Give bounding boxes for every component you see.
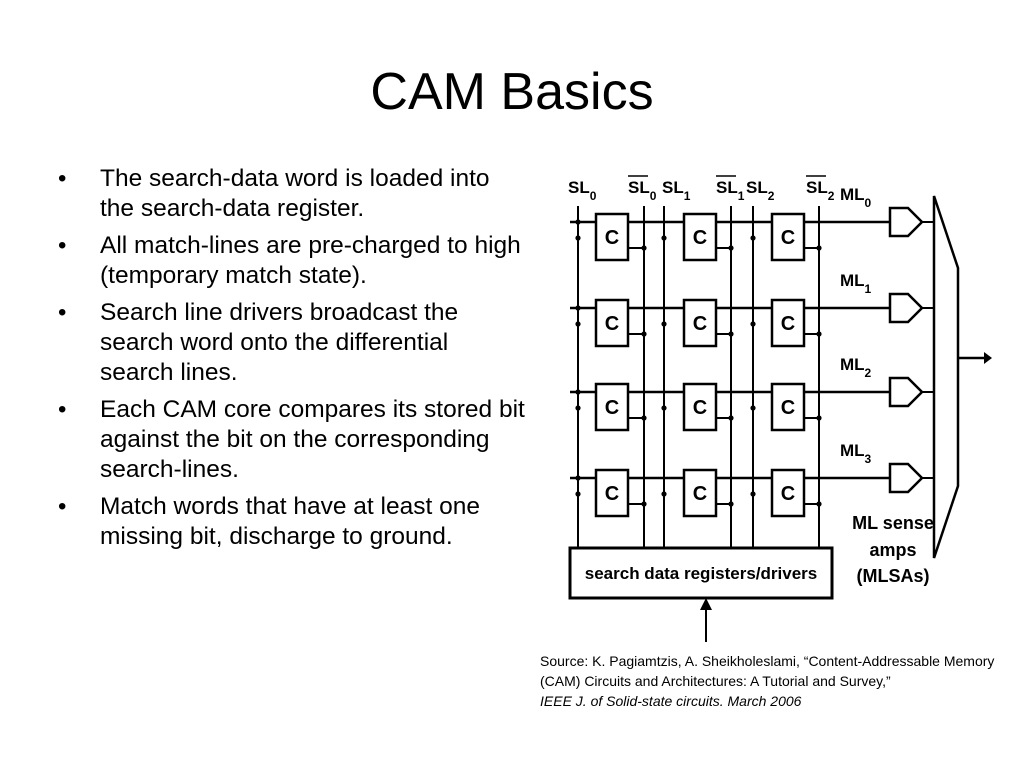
- cam-cell-label: C: [605, 227, 619, 249]
- junction-dot: [575, 305, 581, 311]
- junction-dot: [728, 331, 734, 337]
- junction-dot: [641, 331, 647, 337]
- cam-cell-label: C: [693, 397, 707, 419]
- cam-cell: [770, 212, 806, 262]
- cam-cell: [594, 298, 630, 348]
- junction-dot: [661, 321, 667, 327]
- citation-journal: IEEE J. of Solid-state circuits. March 2…: [540, 693, 802, 709]
- cam-cell-label: C: [693, 483, 707, 505]
- sense-amps-label: amps: [869, 540, 916, 560]
- junction-dot: [750, 491, 756, 497]
- register-label: search data registers/drivers: [585, 564, 817, 583]
- cam-cell-label: C: [781, 397, 795, 419]
- match-line-amp: [888, 206, 924, 238]
- search-data-register-box: [568, 546, 834, 600]
- junction-dot: [575, 389, 581, 395]
- match-line-label: ML2: [840, 355, 872, 380]
- bullet-item: The search-data word is loaded into the …: [58, 164, 528, 224]
- junction-dot: [816, 415, 822, 421]
- junction-dot: [816, 245, 822, 251]
- cam-cell: [594, 382, 630, 432]
- junction-dot: [575, 475, 581, 481]
- cam-cell-label: C: [693, 313, 707, 335]
- junction-dot: [575, 235, 581, 241]
- cam-cell: [770, 382, 806, 432]
- search-line-label: SL0: [568, 178, 597, 203]
- cam-cell: [770, 298, 806, 348]
- junction-dot: [661, 235, 667, 241]
- junction-dot: [750, 405, 756, 411]
- search-line-label: SL2: [746, 178, 775, 203]
- cam-cell: [682, 212, 718, 262]
- sense-amps-label: ML sense: [852, 513, 934, 533]
- bullet-item: Each CAM core compares its stored bit ag…: [58, 395, 528, 485]
- junction-dot: [728, 501, 734, 507]
- junction-dot: [575, 219, 581, 225]
- junction-dot: [575, 321, 581, 327]
- search-line-label: SL0: [628, 178, 657, 203]
- sense-amps-label: (MLSAs): [857, 566, 930, 586]
- junction-dot: [816, 501, 822, 507]
- bullet-item: Search line drivers broadcast the search…: [58, 298, 528, 388]
- junction-dot: [641, 501, 647, 507]
- junction-dot: [728, 245, 734, 251]
- match-line-label: ML3: [840, 441, 872, 466]
- bullet-list: The search-data word is loaded into the …: [58, 164, 528, 559]
- bullet-item: Match words that have at least one missi…: [58, 492, 528, 552]
- cam-cell: [682, 468, 718, 518]
- cam-cell: [682, 382, 718, 432]
- junction-dot: [728, 415, 734, 421]
- source-citation: Source: K. Pagiamtzis, A. Sheikholeslami…: [540, 651, 1010, 711]
- junction-dot: [661, 405, 667, 411]
- junction-dot: [575, 405, 581, 411]
- slide-title: CAM Basics: [370, 63, 654, 121]
- output-arrow-head: [984, 352, 992, 364]
- cam-cell-label: C: [605, 483, 619, 505]
- junction-dot: [641, 415, 647, 421]
- cam-cell-label: C: [605, 313, 619, 335]
- match-line-amp: [888, 376, 924, 408]
- match-line-label: ML1: [840, 271, 872, 296]
- search-line-label: SL1: [716, 178, 745, 203]
- junction-dot: [816, 331, 822, 337]
- match-line-amp: [888, 292, 924, 324]
- mlsa-block: [932, 195, 960, 559]
- match-line-amp: [888, 462, 924, 494]
- cam-cell: [594, 468, 630, 518]
- cam-cell-label: C: [781, 313, 795, 335]
- cam-cell-label: C: [693, 227, 707, 249]
- search-line-label: SL2: [806, 178, 835, 203]
- bullet-item: All match-lines are pre-charged to high …: [58, 231, 528, 291]
- input-arrow-head: [700, 598, 712, 610]
- junction-dot: [750, 321, 756, 327]
- cam-cell-label: C: [781, 483, 795, 505]
- search-line-label: SL1: [662, 178, 691, 203]
- junction-dot: [661, 491, 667, 497]
- cam-cell-label: C: [605, 397, 619, 419]
- match-line-label: ML0: [840, 185, 872, 210]
- junction-dot: [575, 491, 581, 497]
- junction-dot: [641, 245, 647, 251]
- cam-cell-label: C: [781, 227, 795, 249]
- citation-text: Source: K. Pagiamtzis, A. Sheikholeslami…: [540, 653, 995, 689]
- cam-cell: [594, 212, 630, 262]
- junction-dot: [750, 235, 756, 241]
- cam-cell: [682, 298, 718, 348]
- cam-cell: [770, 468, 806, 518]
